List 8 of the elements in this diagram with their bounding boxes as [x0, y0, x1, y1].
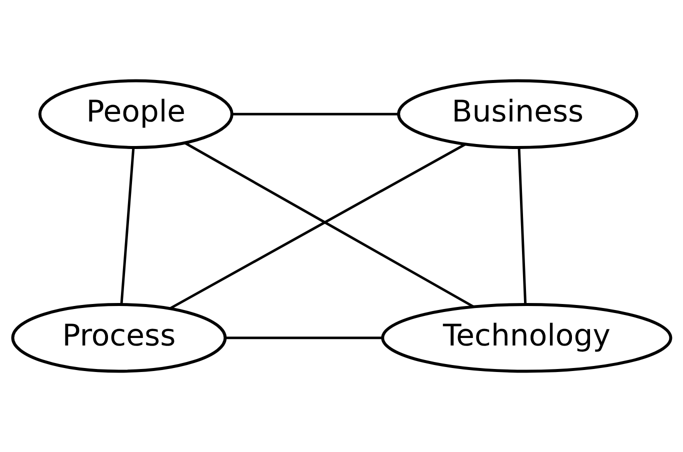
- connector: [518, 147, 527, 305]
- node-ellipse: Technology: [381, 303, 672, 373]
- connector: [120, 147, 135, 305]
- node-ellipse: Business: [397, 79, 638, 149]
- connector: [232, 112, 398, 116]
- node-ellipse: Process: [11, 303, 227, 373]
- node-ellipse: People: [38, 79, 234, 149]
- connector: [226, 336, 383, 340]
